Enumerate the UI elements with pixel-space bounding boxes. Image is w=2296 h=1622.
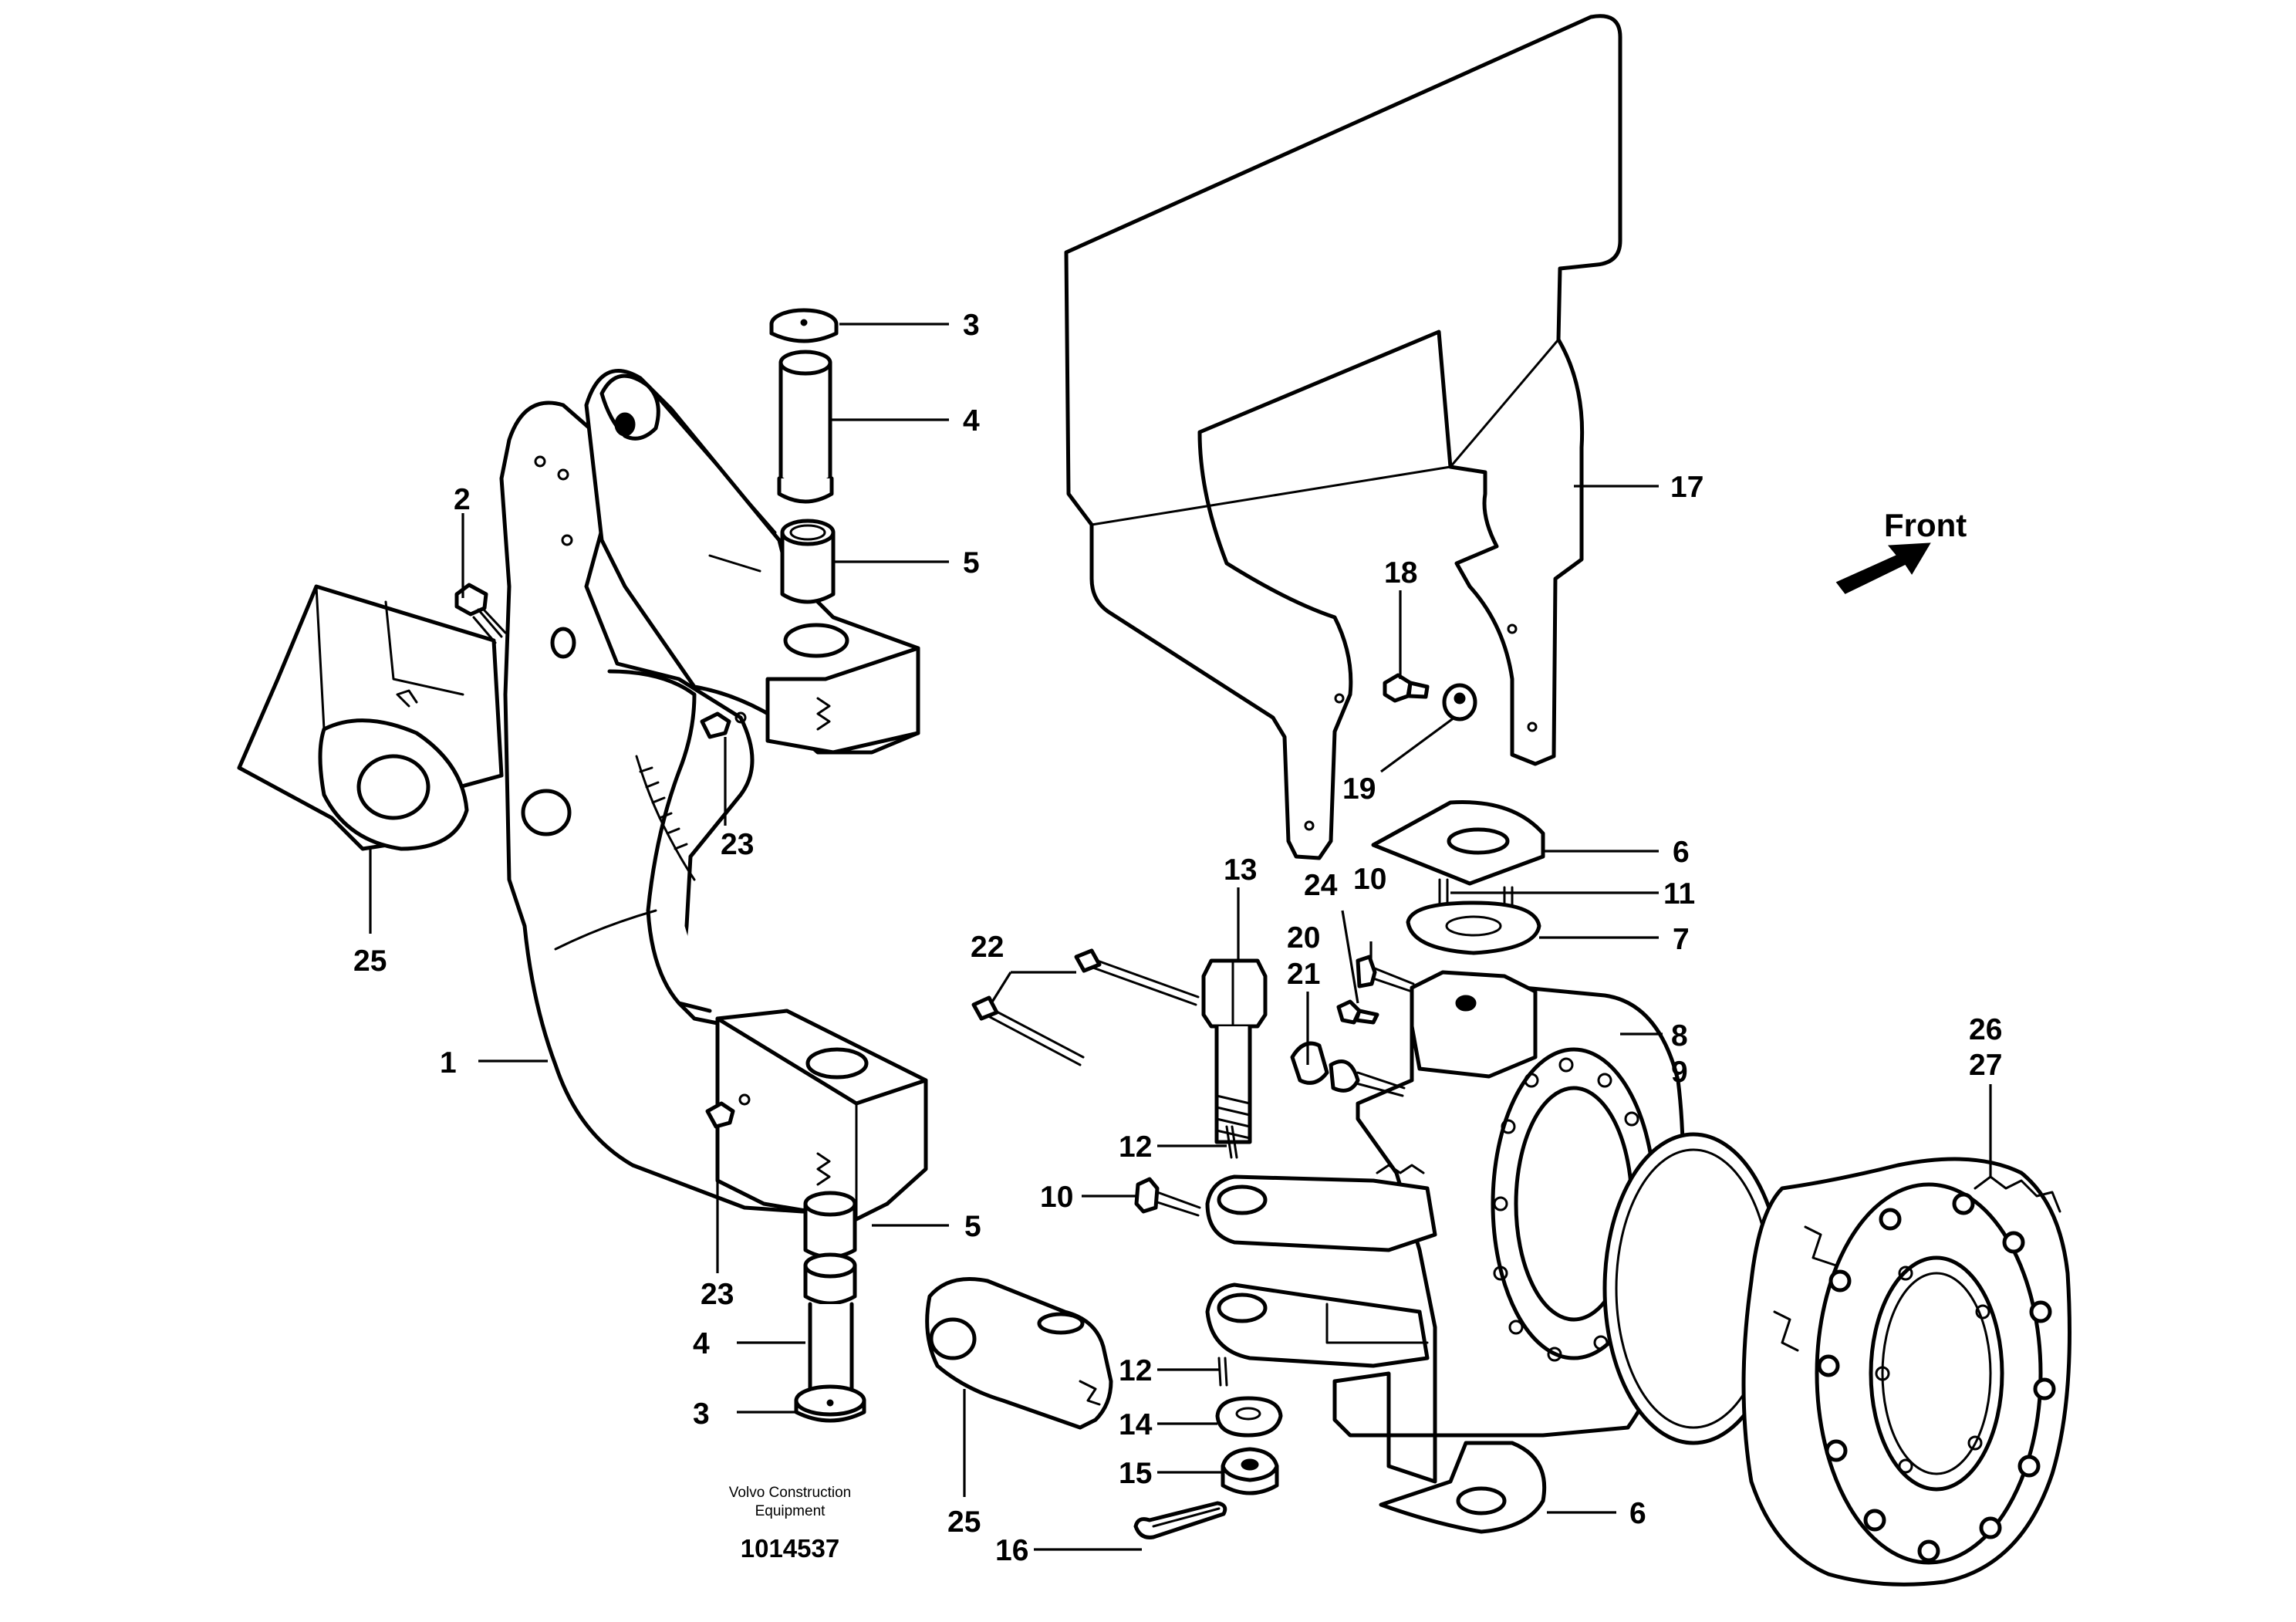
manufacturer-credit-line-1: Volvo Construction	[729, 1485, 851, 1501]
callout-18: 18	[1384, 556, 1417, 590]
long-bolt-part-13	[1201, 958, 1268, 1144]
callout-6-top: 6	[1673, 836, 1690, 869]
callout-19: 19	[1342, 772, 1376, 806]
document-number: 1014537	[741, 1534, 839, 1563]
callout-13: 13	[1224, 853, 1257, 887]
washer-part-19	[1442, 683, 1477, 721]
callout-9: 9	[1671, 1056, 1688, 1089]
bolt-part-10-lower	[1134, 1177, 1201, 1217]
callout-2: 2	[454, 483, 471, 516]
callout-3-bottom: 3	[693, 1397, 710, 1431]
link-arm-part-25	[925, 1277, 1113, 1430]
callout-11: 11	[1663, 877, 1695, 911]
shim-part-7	[1406, 901, 1541, 955]
callout-7: 7	[1673, 923, 1690, 956]
callout-25-lower: 25	[947, 1505, 981, 1539]
plate-part-6-top	[1371, 800, 1545, 886]
grease-nipple-part-23-upper	[700, 711, 747, 739]
pin-part-4-top	[777, 350, 834, 504]
bushing-part-5-top	[780, 519, 836, 604]
callout-24: 24	[1304, 869, 1338, 902]
bushing-part-5-bottom	[803, 1191, 857, 1259]
callout-15: 15	[1119, 1457, 1152, 1490]
pin-part-4-bottom	[803, 1252, 857, 1397]
callout-21: 21	[1287, 958, 1320, 991]
front-direction-label: Front	[1884, 507, 1967, 543]
callout-3-top: 3	[963, 309, 980, 342]
cap-part-3-bottom	[794, 1384, 866, 1423]
callout-14: 14	[1119, 1408, 1153, 1441]
callout-27: 27	[1969, 1049, 2002, 1082]
callout-10-lower: 10	[1040, 1181, 1073, 1214]
callout-26: 26	[1969, 1013, 2002, 1046]
washer-part-14	[1215, 1396, 1283, 1438]
callout-4-top: 4	[963, 404, 980, 438]
guard-plate-part-17	[1064, 14, 1622, 860]
callout-5-bottom: 5	[964, 1210, 981, 1243]
callout-20: 20	[1287, 921, 1320, 955]
grease-nipple-part-23-lower	[705, 1093, 751, 1129]
manufacturer-credit-line-2: Equipment	[755, 1503, 826, 1519]
grease-nipple-part-24	[1336, 999, 1379, 1025]
callout-8: 8	[1671, 1019, 1688, 1053]
bolt-part-18	[1383, 673, 1430, 703]
castle-nut-part-15	[1221, 1447, 1279, 1495]
bolt-part-10-upper	[1356, 955, 1415, 993]
callout-4-bottom: 4	[693, 1327, 710, 1360]
callout-25-upper: 25	[353, 944, 387, 978]
plate-part-6-bottom	[1379, 1441, 1547, 1534]
threaded-rods-part-22	[971, 948, 1200, 1066]
cap-part-3-top	[769, 308, 839, 343]
leader-lines	[369, 323, 1992, 1551]
callout-17: 17	[1670, 471, 1703, 504]
axle-tube-part-25	[237, 584, 504, 851]
callout-labels: 3 4 5 2 23 25 1 23 5 4 3 25 17 18 19 6 1…	[353, 309, 2002, 1567]
front-arrow-icon	[1835, 542, 1931, 594]
callout-23-lower: 23	[701, 1278, 734, 1311]
callout-12-lower: 12	[1119, 1354, 1152, 1387]
callout-16: 16	[995, 1534, 1028, 1567]
cotter-pin-part-16	[1133, 1501, 1227, 1539]
callout-23-upper: 23	[721, 828, 754, 861]
callout-12-upper: 12	[1119, 1130, 1152, 1164]
callout-10-upper: 10	[1353, 863, 1386, 896]
callout-1: 1	[440, 1046, 457, 1080]
callout-22: 22	[971, 931, 1004, 964]
frame-bracket-part-1	[499, 369, 928, 1222]
cotter-part-12-lower	[1217, 1357, 1228, 1387]
wheel-hub-part-26-27	[1602, 1132, 2071, 1587]
callout-6-bottom: 6	[1629, 1497, 1646, 1530]
callout-5-top: 5	[963, 546, 980, 580]
cotter-part-12-upper	[1225, 1125, 1238, 1159]
bolt-nut-part-20-21	[1290, 1041, 1406, 1097]
